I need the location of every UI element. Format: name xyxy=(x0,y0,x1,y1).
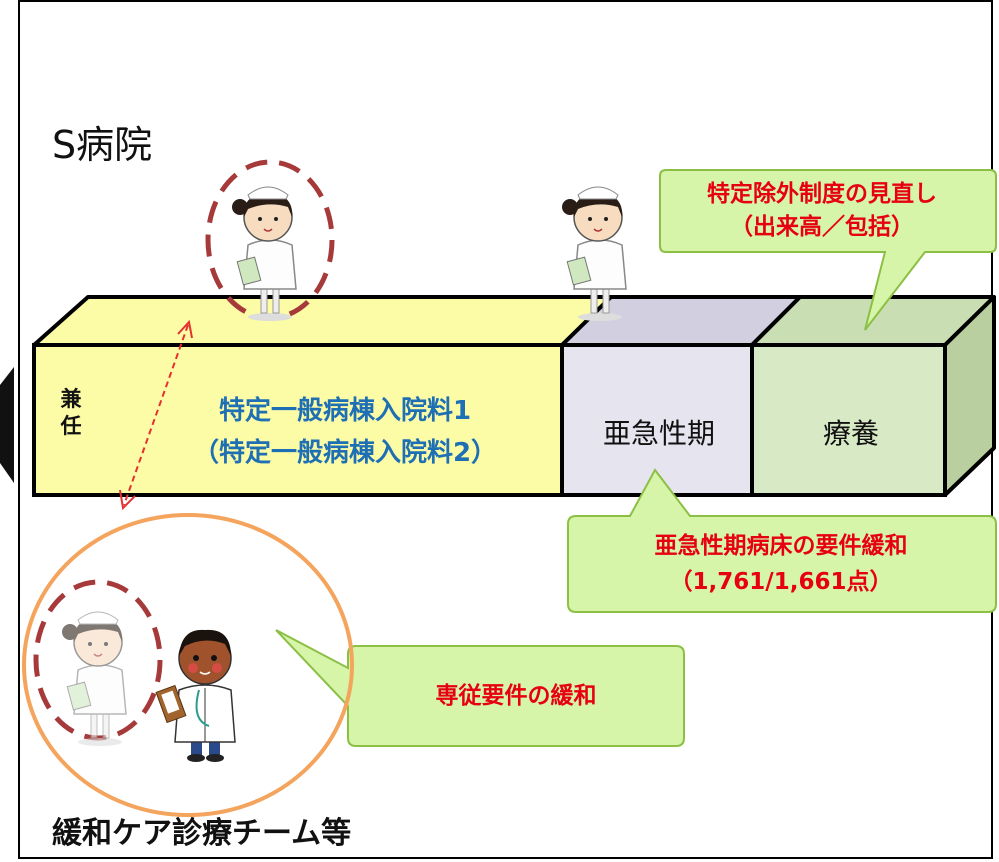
left-arrow-edge xyxy=(0,367,14,483)
subacute-ward-label: 亜急性期 xyxy=(602,417,715,450)
nurse-icon xyxy=(232,186,297,321)
nurse-icon xyxy=(62,611,127,746)
subacute-ward-box xyxy=(560,295,802,497)
callout-subacute-text: 亜急性期病床の要件緩和 （1,761/1,661点） xyxy=(566,528,996,600)
hospital-title: S病院 xyxy=(52,123,153,167)
callout-tokutei-text: 特定除外制度の見直し （出来高／包括） xyxy=(652,178,992,244)
general-ward-label-line2: （特定一般病棟入院料2） xyxy=(192,438,498,468)
callout-tokutei-line2: （出来高／包括） xyxy=(730,214,914,240)
team-label: 緩和ケア診療チーム等 xyxy=(52,816,352,851)
callout-subacute-line1: 亜急性期病床の要件緩和 xyxy=(654,533,908,559)
callout-subacute-bubble xyxy=(567,468,997,613)
ryoyo-ward-label: 療養 xyxy=(822,417,879,450)
ryoyo-ward-box xyxy=(750,295,996,497)
kennin-label: 兼任 xyxy=(60,387,82,438)
team-circle xyxy=(22,513,354,817)
nurse-icon xyxy=(562,186,627,321)
general-ward-label-line1: 特定一般病棟入院料1 xyxy=(218,396,472,426)
dashed-circle-bottom xyxy=(33,579,163,741)
callout-senju-bubble xyxy=(275,629,685,747)
callout-subacute-line2: （1,761/1,661点） xyxy=(669,569,893,595)
callout-senju-text: 専従要件の緩和 xyxy=(435,683,597,709)
doctor-icon xyxy=(155,629,236,762)
callout-tokutei-line1: 特定除外制度の見直し xyxy=(707,181,937,207)
kennin-arrow xyxy=(119,319,193,511)
general-ward-label: 特定一般病棟入院料1 （特定一般病棟入院料2） xyxy=(110,390,580,474)
callout-tokutei-bubble xyxy=(659,169,997,331)
